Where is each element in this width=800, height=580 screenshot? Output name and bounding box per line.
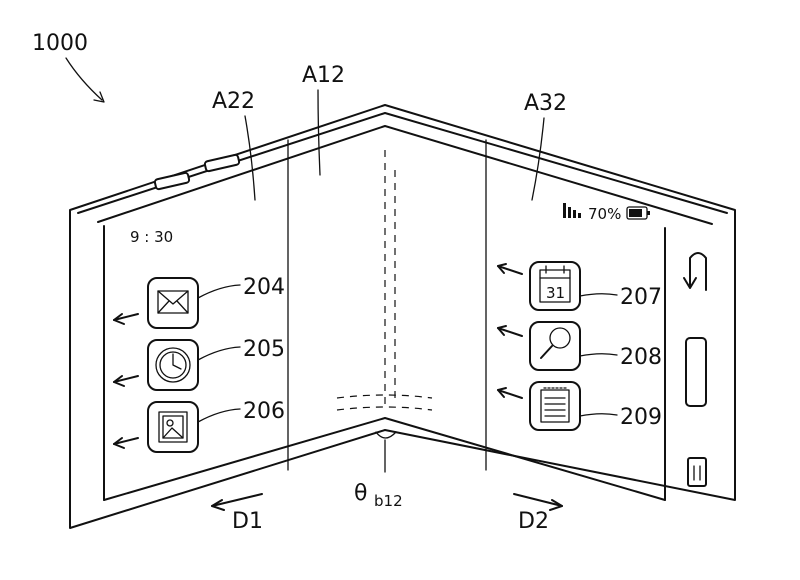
- ref-label-209: 209: [620, 405, 662, 430]
- status-time: 9 : 30: [130, 228, 173, 246]
- direction-d2: D2: [513, 493, 563, 534]
- home-button[interactable]: [685, 337, 707, 407]
- battery-icon: [626, 206, 650, 220]
- app-icon-205[interactable]: [147, 339, 241, 391]
- ref-label-208: 208: [620, 345, 662, 370]
- power-button: [203, 153, 241, 173]
- ref-label-206: 206: [243, 399, 285, 424]
- svg-text:D2: D2: [518, 509, 549, 534]
- leader-a22: [244, 115, 256, 201]
- app-icon-209[interactable]: [529, 381, 618, 431]
- leader-a32: [531, 117, 545, 201]
- app-icon-207[interactable]: [529, 261, 618, 311]
- angle-label: θ b12: [354, 481, 403, 510]
- device-ref-label: 1000: [32, 31, 88, 56]
- svg-text:θ: θ: [354, 481, 367, 506]
- region-label-a22: A22: [212, 89, 255, 114]
- signal-icon: [563, 203, 581, 218]
- menu-icon[interactable]: [687, 457, 707, 487]
- ref-label-207: 207: [620, 285, 662, 310]
- app-icon-208[interactable]: [529, 321, 618, 371]
- device-ref-arrow: [65, 57, 103, 101]
- hinge-marker: [375, 431, 397, 439]
- ref-label-204: 204: [243, 275, 285, 300]
- status-battery-text: 70%: [588, 205, 621, 223]
- svg-text:D1: D1: [232, 509, 263, 534]
- region-label-a32: A32: [524, 91, 567, 116]
- volume-button: [153, 171, 191, 191]
- direction-d1: D1: [211, 493, 263, 534]
- right-arrows: [497, 263, 523, 399]
- app-icon-204[interactable]: [147, 277, 241, 329]
- leader-a12: [317, 89, 321, 176]
- svg-text:b12: b12: [374, 492, 403, 510]
- left-arrows: [113, 313, 139, 449]
- ref-label-205: 205: [243, 337, 285, 362]
- app-icon-206[interactable]: [147, 401, 241, 453]
- back-icon[interactable]: [683, 252, 707, 291]
- calendar-date: 31: [546, 284, 565, 302]
- region-label-a12: A12: [302, 63, 345, 88]
